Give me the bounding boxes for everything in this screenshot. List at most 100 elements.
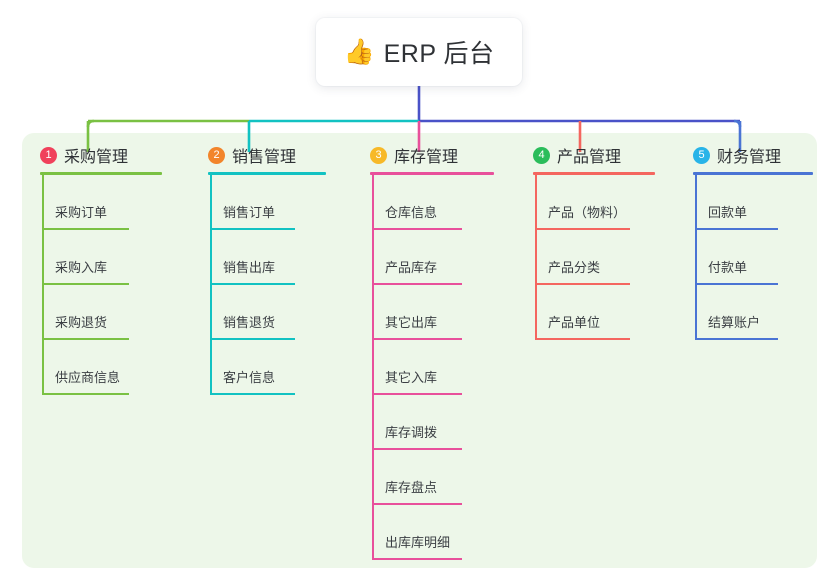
branch-item-rule [535,338,630,340]
branch-item-rule [535,228,630,230]
branch-item-label: 付款单 [708,260,748,275]
branch-item-rule [372,393,462,395]
branch-header-rule-1 [40,172,162,175]
branch-item-rule [372,503,462,505]
branch-badge-3: 3 [370,146,387,164]
branch-column-5: 5 财务管理回款单付款单结算账户 [675,143,815,340]
branch-item[interactable]: 销售订单 [190,175,342,230]
branch-item-label: 结算账户 [708,315,761,330]
branch-item-rule [210,283,295,285]
branch-spine-4 [535,175,537,340]
branch-item[interactable]: 销售出库 [190,230,342,285]
branch-header-5[interactable]: 5 财务管理 [675,143,815,167]
branch-item-label: 回款单 [708,205,748,220]
branch-header-rule-5 [693,172,813,175]
diagram-background-panel [22,133,817,568]
branch-item[interactable]: 其它出库 [352,285,507,340]
branch-spine-3 [372,175,374,560]
branch-item-label: 供应商信息 [55,370,121,385]
branch-item[interactable]: 出库库明细 [352,505,507,560]
branch-item-label: 产品库存 [385,260,438,275]
branch-item[interactable]: 回款单 [675,175,815,230]
branch-item[interactable]: 其它入库 [352,340,507,395]
branch-badge-5: 5 [693,146,710,164]
branch-spine-1 [42,175,44,395]
branch-item-label: 产品单位 [548,315,601,330]
branch-spine-5 [695,175,697,340]
branch-column-3: 3 库存管理仓库信息产品库存其它出库其它入库库存调拨库存盘点出库库明细 [352,143,507,560]
branch-item[interactable]: 采购退货 [22,285,174,340]
branch-item-rule [42,283,129,285]
branch-title-1: 采购管理 [64,149,129,166]
branch-item-rule [42,228,129,230]
branch-item[interactable]: 产品库存 [352,230,507,285]
branch-item-label: 客户信息 [223,370,276,385]
branch-item[interactable]: 仓库信息 [352,175,507,230]
branch-item[interactable]: 付款单 [675,230,815,285]
branch-item[interactable]: 结算账户 [675,285,815,340]
branch-item[interactable]: 供应商信息 [22,340,174,395]
branch-item-list-3: 仓库信息产品库存其它出库其它入库库存调拨库存盘点出库库明细 [352,175,507,560]
branch-item-rule [42,393,129,395]
branch-item-label: 其它出库 [385,315,438,330]
branch-item-label: 采购退货 [55,315,108,330]
branch-item-label: 产品分类 [548,260,601,275]
branch-header-3[interactable]: 3 库存管理 [352,143,507,167]
root-node-content: 👍 ERP 后台 [343,34,494,70]
branch-item-label: 销售出库 [223,260,276,275]
branch-item-rule [695,283,778,285]
branch-item-rule [372,338,462,340]
branch-title-3: 库存管理 [394,149,459,166]
branch-item-label: 库存调拨 [385,425,438,440]
branch-item-rule [695,228,778,230]
branch-title-2: 销售管理 [232,149,297,166]
branch-item[interactable]: 库存盘点 [352,450,507,505]
branch-header-1[interactable]: 1 采购管理 [22,143,174,167]
branch-item-label: 采购入库 [55,260,108,275]
root-node[interactable]: 👍 ERP 后台 [316,18,522,86]
branch-item-label: 销售订单 [223,205,276,220]
branch-item-rule [372,448,462,450]
branch-header-rule-3 [370,172,494,175]
thumbs-up-icon: 👍 [343,37,375,66]
branch-item-label: 其它入库 [385,370,438,385]
branch-item[interactable]: 产品单位 [515,285,665,340]
branch-item-rule [210,393,295,395]
branch-item[interactable]: 库存调拨 [352,395,507,450]
branch-item-rule [535,283,630,285]
branch-column-4: 4 产品管理产品（物料） 产品分类产品单位 [515,143,665,340]
branch-badge-4: 4 [533,146,550,164]
branch-title-5: 财务管理 [717,149,782,166]
branch-item-label: 库存盘点 [385,480,438,495]
branch-item[interactable]: 采购入库 [22,230,174,285]
branch-item[interactable]: 客户信息 [190,340,342,395]
branch-header-4[interactable]: 4 产品管理 [515,143,665,167]
branch-item-label: 仓库信息 [385,205,438,220]
branch-item-rule [372,558,462,560]
branch-item-label: 采购订单 [55,205,108,220]
branch-header-rule-2 [208,172,326,175]
branch-item[interactable]: 产品分类 [515,230,665,285]
branch-badge-1: 1 [40,146,57,164]
branch-item-rule [372,228,462,230]
branch-item-rule [210,338,295,340]
branch-item[interactable]: 产品（物料） [515,175,665,230]
branch-item-label: 销售退货 [223,315,276,330]
branch-item[interactable]: 采购订单 [22,175,174,230]
branch-item-list-1: 采购订单采购入库采购退货供应商信息 [22,175,174,395]
branch-spine-2 [210,175,212,395]
branch-item-rule [42,338,129,340]
branch-column-1: 1 采购管理采购订单采购入库采购退货供应商信息 [22,143,174,395]
branch-item-rule [695,338,778,340]
branch-item[interactable]: 销售退货 [190,285,342,340]
branch-item-list-2: 销售订单销售出库销售退货客户信息 [190,175,342,395]
branch-title-4: 产品管理 [557,149,622,166]
branch-item-rule [210,228,295,230]
branch-item-label: 出库库明细 [385,535,451,550]
root-node-label: ERP 后台 [383,40,495,68]
branch-item-list-5: 回款单付款单结算账户 [675,175,815,340]
branch-item-rule [372,283,462,285]
